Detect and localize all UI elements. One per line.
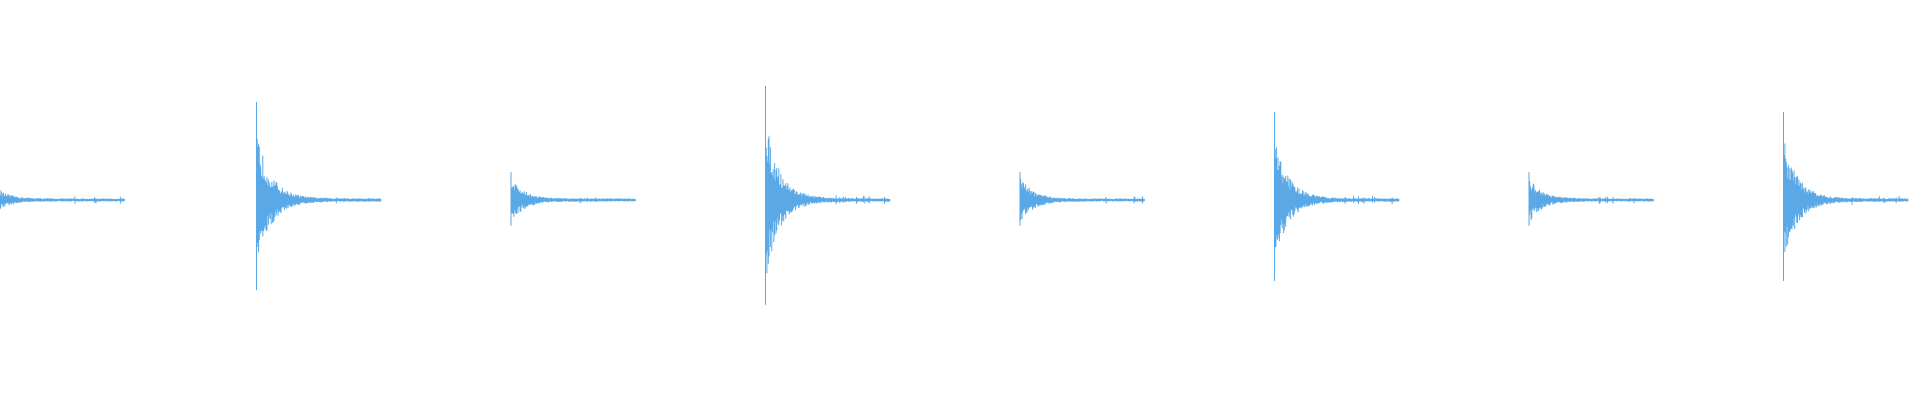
waveform-transient — [1019, 172, 1145, 226]
waveform-transient-path — [510, 172, 636, 226]
waveform-transient — [510, 172, 636, 226]
waveform-transient — [1528, 172, 1654, 226]
waveform-transient-path — [765, 86, 890, 305]
waveform-transient — [256, 102, 382, 291]
waveform-transient-path — [1528, 172, 1654, 226]
waveform-transient — [1783, 112, 1909, 281]
waveform-transient-path — [256, 102, 381, 291]
waveform-transient — [0, 190, 125, 210]
waveform-transient — [765, 86, 891, 305]
waveform-transient-path — [1274, 112, 1399, 281]
waveform-transient — [1274, 112, 1400, 281]
waveform-transient-path — [1019, 172, 1145, 226]
waveform-transient-path — [1783, 112, 1908, 281]
